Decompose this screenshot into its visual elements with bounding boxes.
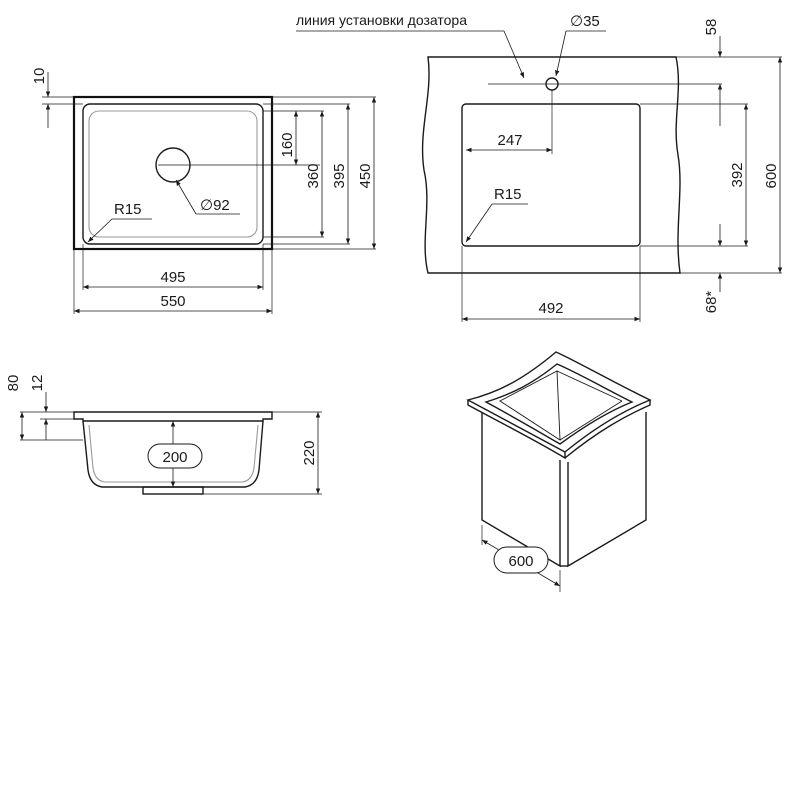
dim-bottom-offset: 68* [703,291,720,314]
dim-cutout-depth: 392 [729,162,746,187]
dim-drain-offset: 160 [279,132,296,157]
cabinet-view: 600 [466,351,652,592]
hole-diameter-label: ∅35 [570,13,600,30]
sink-bowl-inner [88,110,258,238]
dim-cabinet-width: 600 [508,553,533,570]
cabinet-opening-rim [484,363,634,445]
dim-overall-depth: 450 [357,163,374,188]
dim-rim-offset: 10 [31,68,48,85]
radius-label: R15 [114,201,142,218]
dim-countertop-depth: 600 [763,163,780,188]
dispenser-line-label: линия установки дозатора [296,12,467,28]
cutout-outline [461,103,641,247]
side-drain-stub [142,486,204,495]
dim-overall-height: 220 [301,440,318,465]
cabinet-left-panel [481,412,561,568]
side-view: 80 12 220 200 [5,375,322,495]
dim-drain-depth: 200 [162,449,187,466]
top-view: 160 360 395 450 10 495 550 R15 ∅92 [31,68,377,314]
sink-bowl-outline [82,103,264,245]
cabinet-right-panel [567,412,647,568]
dim-hole-offset: 247 [497,132,522,149]
dim-cutout-width: 492 [538,300,563,317]
cutout-view: линия установки дозатора ∅35 247 58 392 … [296,12,783,322]
cutout-radius-label: R15 [494,186,522,203]
sink-outer-rim [72,95,274,251]
dim-rim-thickness: 12 [29,375,46,392]
side-rim [73,411,273,422]
dim-bowl-depth: 360 [305,163,322,188]
drain-depth-callout [147,443,203,469]
cabinet-width-callout [493,546,549,574]
dim-total-depth: 80 [5,375,22,392]
dim-bowl-outer: 395 [331,163,348,188]
dim-top-offset: 58 [703,19,720,36]
dim-overall-width: 550 [160,293,185,310]
cabinet-countertop [466,351,652,453]
drain-diameter-label: ∅92 [200,197,230,214]
dim-bowl-width: 495 [160,269,185,286]
